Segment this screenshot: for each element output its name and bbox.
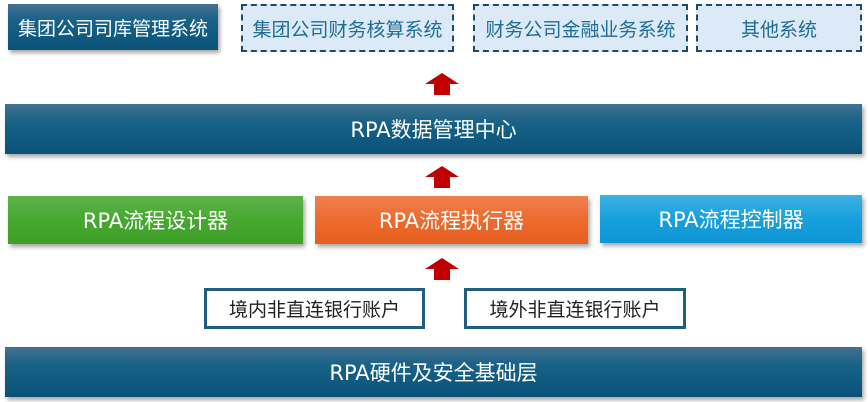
data-center-label: RPA数据管理中心 [350,118,517,142]
foundation-bar: RPA硬件及安全基础层 [5,347,862,397]
system-box-other: 其他系统 [696,4,862,52]
arrow-up-icon [425,166,459,188]
data-center-bar: RPA数据管理中心 [5,104,862,154]
module-label: RPA流程控制器 [658,208,804,232]
system-label: 集团公司司库管理系统 [17,17,208,40]
bank-account-label: 境内非直连银行账户 [228,299,400,321]
system-box-finance-company: 财务公司金融业务系统 [473,4,688,52]
arrow-up-icon [425,73,459,95]
bank-account-domestic: 境内非直连银行账户 [204,288,425,329]
bank-account-label: 境外非直连银行账户 [489,299,661,321]
module-label: RPA流程执行器 [378,209,525,233]
arrow-up-icon [425,258,459,280]
system-label: 其他系统 [740,18,817,41]
foundation-label: RPA硬件及安全基础层 [329,361,538,385]
system-label: 集团公司财务核算系统 [252,18,443,41]
system-label: 财务公司金融业务系统 [485,18,676,41]
module-controller: RPA流程控制器 [600,195,862,243]
module-label: RPA流程设计器 [82,209,229,233]
system-box-treasury: 集团公司司库管理系统 [8,4,218,50]
module-executor: RPA流程执行器 [315,196,588,244]
system-box-accounting: 集团公司财务核算系统 [241,4,454,52]
module-designer: RPA流程设计器 [8,196,303,244]
bank-account-overseas: 境外非直连银行账户 [464,288,686,329]
